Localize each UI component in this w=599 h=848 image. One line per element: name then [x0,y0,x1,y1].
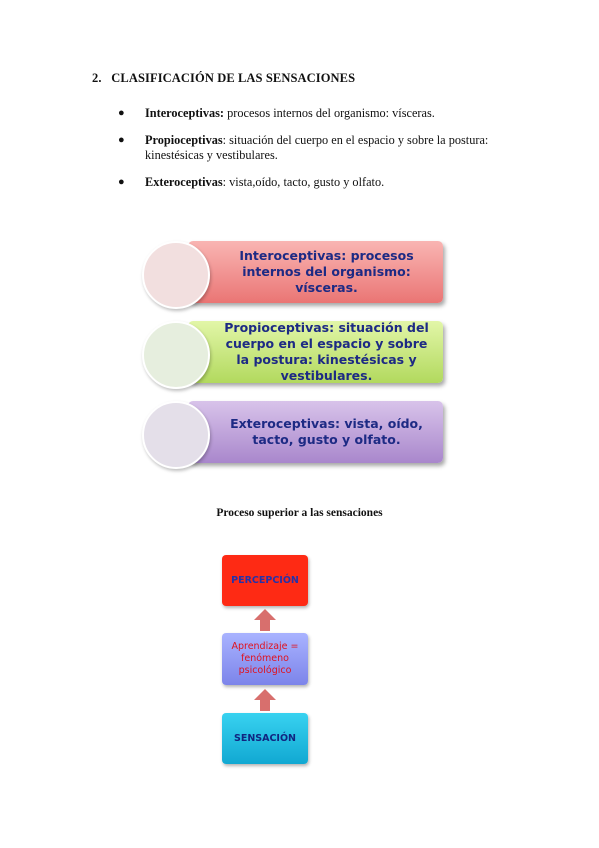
circle-icon [142,241,210,309]
percepcion-box: PERCEPCIÓN [222,555,308,606]
list-item-term: Exteroceptivas [145,175,223,189]
smartart-interoceptivas: Interoceptivas: procesos internos del or… [140,238,450,309]
percepcion-label: PERCEPCIÓN [231,575,299,586]
list-item-text: procesos internos del organismo: víscera… [224,106,435,120]
up-arrow-icon [254,689,276,711]
circle-icon [142,321,210,389]
bullet-icon: ● [118,107,125,119]
smartart-label: Interoceptivas: procesos internos del or… [239,248,414,295]
bullet-icon: ● [118,134,125,146]
up-arrow-icon [254,609,276,631]
figure-caption: Proceso superior a las sensaciones [216,507,383,519]
section-number: 2. [92,71,102,85]
circle-icon [142,401,210,469]
smartart-label: Exteroceptivas: vista, oído, tacto, gust… [230,416,423,447]
classification-list: ● Interoceptivas: procesos internos del … [118,106,518,190]
list-item-text: : situación del cuerpo en el espacio y s… [145,133,489,162]
section-title: CLASIFICACIÓN DE LAS SENSACIONES [111,71,356,85]
smartart-arrow: Interoceptivas: procesos internos del or… [188,241,443,303]
aprendizaje-box: Aprendizaje = fenómeno psicológico [222,633,308,685]
bullet-icon: ● [118,176,125,188]
list-item-text: : vista,oído, tacto, gusto y olfato. [222,175,385,189]
smartart-arrow: Exteroceptivas: vista, oído, tacto, gust… [188,401,443,463]
smartart-arrow: Propioceptivas: situación del cuerpo en … [188,320,443,383]
smartart-propioceptivas: Propioceptivas: situación del cuerpo en … [140,318,450,389]
aprendizaje-label: Aprendizaje = fenómeno psicológico [231,641,299,676]
sensacion-label: SENSACIÓN [233,733,296,744]
list-item: ● Exteroceptivas: vista,oído, tacto, gus… [118,175,518,190]
smartart-label: Propioceptivas: situación del cuerpo en … [224,320,429,383]
section-heading: 2. CLASIFICACIÓN DE LAS SENSACIONES [92,71,355,86]
list-item: ● Interoceptivas: procesos internos del … [118,106,518,121]
list-item: ● Propioceptivas: situación del cuerpo e… [118,133,518,163]
sensacion-box: SENSACIÓN [222,713,308,764]
list-item-term: Propioceptivas [145,133,223,147]
list-item-term: Interoceptivas: [145,106,225,120]
smartart-exteroceptivas: Exteroceptivas: vista, oído, tacto, gust… [140,398,450,469]
